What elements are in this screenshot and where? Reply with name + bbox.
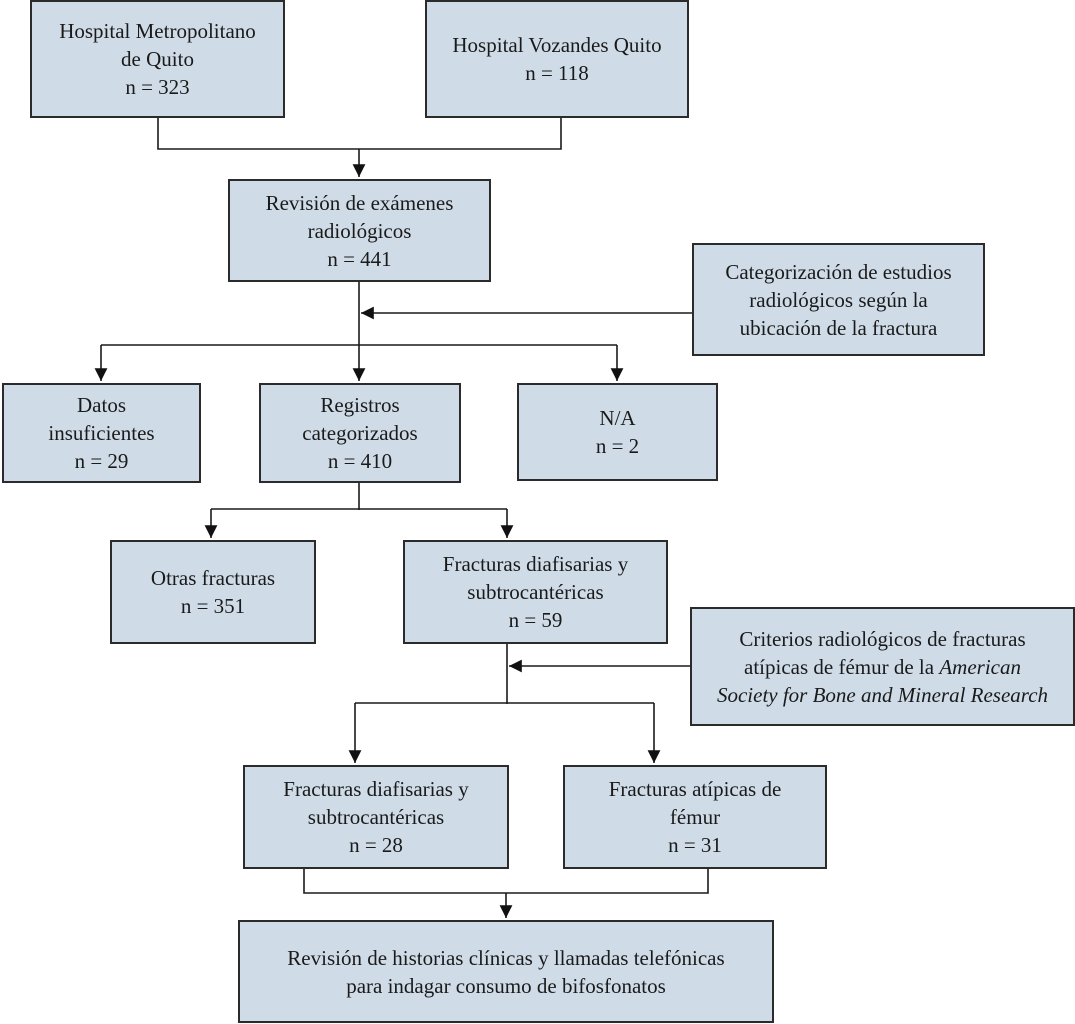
node-text: categorizados [302, 421, 418, 445]
node-text: Criterios radiológicos de fracturas [739, 626, 1026, 651]
node-count: n = 29 [74, 449, 129, 473]
node-text: atípicas de fémur de la [744, 654, 940, 679]
node-fracturas-atipicas: Fracturas atípicas de fémur n = 31 [563, 765, 827, 869]
node-text: de Quito [121, 47, 194, 71]
node-text: ubicación de la fractura [739, 315, 938, 340]
node-count: n = 351 [180, 594, 246, 618]
node-text: N/A [599, 406, 636, 430]
node-revision-examenes: Revisión de exámenes radiológicos n = 44… [228, 179, 491, 282]
connector-metro [157, 117, 562, 150]
node-text: Revisión de historias clínicas y llamada… [287, 945, 725, 970]
node-fracturas-diafisarias-28: Fracturas diafisarias y subtrocantéricas… [243, 765, 509, 869]
node-text: Revisión de exámenes [265, 190, 454, 215]
node-text: Fracturas diafisarias y [283, 777, 469, 801]
node-text: Hospital Metropolitano [59, 19, 256, 43]
node-text-italic: Society for Bone and Mineral Research [716, 682, 1049, 707]
node-categorizacion: Categorización de estudios radiológicos … [692, 243, 985, 356]
node-hospital-vozandes: Hospital Vozandes Quito n = 118 [425, 0, 689, 118]
node-text: fémur [669, 805, 721, 829]
node-revision-historias: Revisión de historias clínicas y llamada… [238, 920, 774, 1023]
node-na: N/A n = 2 [517, 383, 718, 481]
node-count: n = 31 [668, 833, 722, 857]
node-count: n = 323 [125, 75, 190, 99]
node-count: n = 118 [525, 61, 589, 85]
node-count: n = 28 [349, 833, 403, 857]
node-text-line: atípicas de fémur de la American [744, 653, 1021, 681]
node-fracturas-diafisarias-59: Fracturas diafisarias y subtrocantéricas… [403, 540, 668, 644]
node-text: radiológicos según la [749, 287, 928, 312]
node-datos-insuficientes: Datos insuficientes n = 29 [2, 383, 201, 483]
node-text: Otras fracturas [150, 566, 276, 590]
node-text: insuficientes [48, 421, 155, 445]
node-text: Fracturas diafisarias y [442, 552, 629, 576]
node-text: Fracturas atípicas de [608, 777, 782, 801]
node-hospital-metropolitano: Hospital Metropolitano de Quito n = 323 [30, 0, 285, 118]
node-text: radiológicos [307, 218, 412, 243]
node-count: n = 441 [327, 246, 392, 271]
node-count: n = 59 [508, 608, 563, 632]
node-text: Datos [77, 393, 126, 417]
node-otras-fracturas: Otras fracturas n = 351 [110, 540, 316, 644]
node-text: para indagar consumo de bifosfonatos [346, 973, 666, 998]
node-text-italic: American [939, 654, 1021, 679]
node-text: subtrocantéricas [467, 580, 604, 604]
node-registros-categorizados: Registros categorizados n = 410 [259, 383, 461, 483]
node-criterios-asbmr: Criterios radiológicos de fracturas atíp… [690, 607, 1075, 726]
node-count: n = 410 [327, 449, 393, 473]
node-count: n = 2 [595, 434, 640, 458]
node-text: Hospital Vozandes Quito [452, 33, 662, 57]
node-text: Categorización de estudios [725, 259, 952, 284]
node-text: Registros [320, 393, 400, 417]
connector-to-final [303, 868, 709, 894]
node-text: subtrocantéricas [307, 805, 445, 829]
